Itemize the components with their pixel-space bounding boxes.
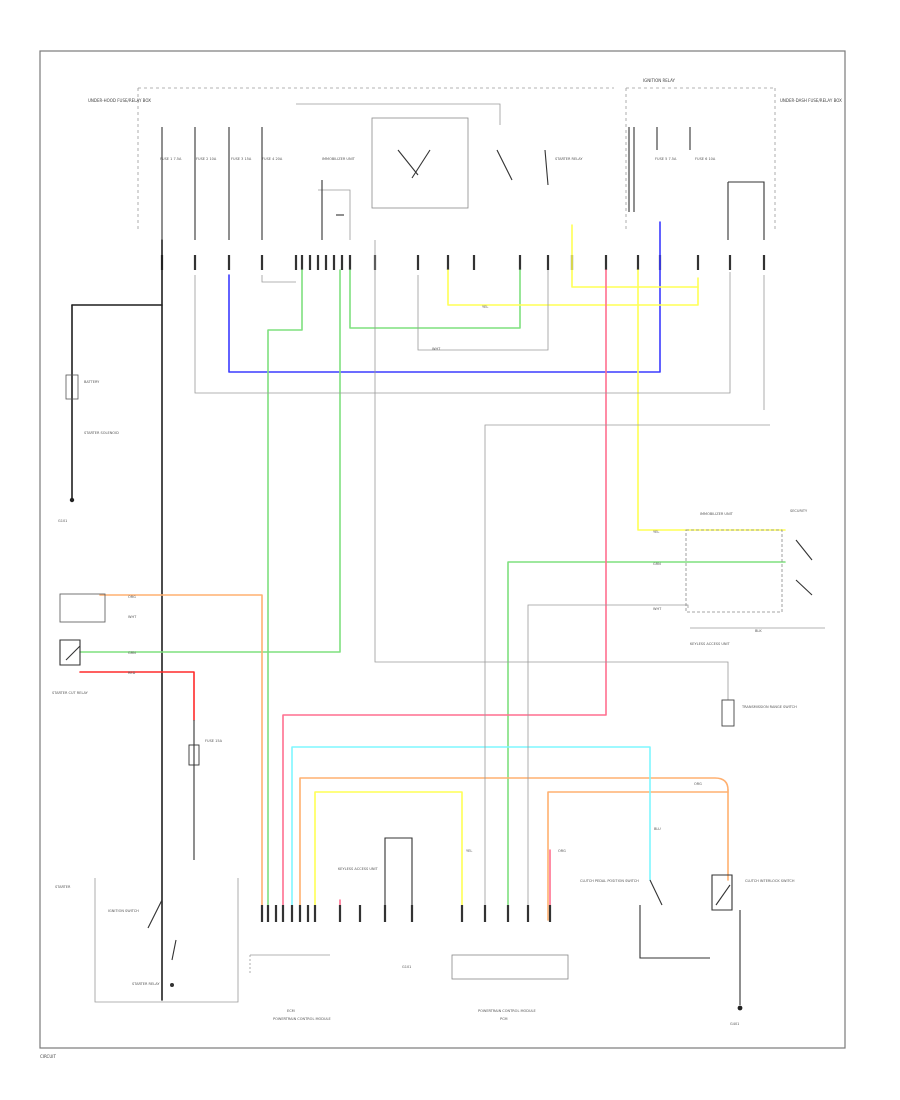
immobilizer-right-label: IMMOBILIZER UNIT (700, 512, 734, 516)
wire-orange-left (99, 594, 263, 921)
wire-label-wht-mid: WHT (432, 347, 441, 351)
battery: BATTERY STARTER SOLENOID G101 (58, 374, 119, 523)
ground-symbol-left (69, 497, 75, 503)
security-unit: IMMOBILIZER UNIT SECURITY YEL GRN WHT BL… (653, 509, 813, 646)
fuse-box-outline (137, 87, 776, 230)
clutch-pedal-label: CLUTCH PEDAL POSITION SWITCH (580, 879, 639, 883)
relay-top-label: IGNITION RELAY (643, 78, 676, 83)
wire-label-grn-right: GRN (653, 562, 661, 566)
right-relay-box (727, 181, 765, 240)
fuse-box-left-label: UNDER-HOOD FUSE/RELAY BOX (88, 98, 151, 103)
mid-keyless-label: KEYLESS ACCESS UNIT (338, 867, 379, 871)
wire-label-wht-right: WHT (653, 607, 662, 611)
immobilizer-label: IMMOBILIZER UNIT (322, 157, 356, 161)
mid-wire-labels: WHT YEL ORG YEL ORG BLU (432, 305, 702, 853)
diagram-code: CIRCUIT (40, 1054, 56, 1059)
fuse-6-label: FUSE 6 10A (695, 157, 716, 161)
fuse-2-label: FUSE 2 10A (196, 157, 217, 161)
fuse-bottom-label: FUSE 15A (205, 739, 223, 743)
mid-ground-label: G101 (402, 965, 411, 969)
keyless-label: KEYLESS ACCESS UNIT (690, 642, 731, 646)
clutch-switches: CLUTCH PEDAL POSITION SWITCH CLUTCH INTE… (580, 874, 795, 1026)
wire-label-org: ORG (128, 595, 136, 599)
wire-label-yel-mid: YEL (482, 305, 488, 309)
starter-cut-relay: STARTER CUT RELAY ORG WHT GRN RED (52, 593, 137, 695)
fuse-1-label: FUSE 1 7.5A (160, 157, 182, 161)
wire-orange-pcm (547, 791, 729, 921)
wire-label-wht: WHT (128, 615, 137, 619)
fuse-4-label: FUSE 4 20A (262, 157, 283, 161)
pcm-short-label: PCM (500, 1017, 508, 1021)
pcm-connector: POWERTRAIN CONTROL MODULE PCM (451, 954, 569, 1021)
wire-label-yel: YEL (653, 530, 659, 534)
wire-pink (282, 269, 607, 921)
ecm-left-label: ECM (287, 1009, 295, 1013)
wire-yellow-pcm (314, 791, 463, 921)
fuse-5-label: FUSE 5 7.5A (655, 157, 677, 161)
wire-yellow-a (447, 269, 699, 306)
battery-ground-label: G101 (58, 519, 67, 523)
clutch-interlock-label: CLUTCH INTERLOCK SWITCH (745, 879, 795, 883)
wire-label-grn: GRN (128, 651, 136, 655)
transmission-range: TRANSMISSION RANGE SWITCH (721, 699, 797, 727)
starter-cut-relay-label: STARTER CUT RELAY (52, 691, 89, 695)
mid-starter-unit: KEYLESS ACCESS UNIT G101 (338, 837, 413, 969)
starter-assembly: STARTER IGNITION SWITCH STARTER RELAY (55, 878, 239, 1003)
wire-label-yel-pcm: YEL (466, 849, 472, 853)
wire-label-blk-right: BLK (755, 629, 762, 633)
inline-fuse-left: FUSE 15A (188, 720, 223, 860)
wire-green-mid (349, 269, 521, 329)
wire-green-right (507, 561, 786, 921)
bottom-connector-row (260, 905, 552, 922)
gray-harness (194, 240, 825, 920)
starter-relay-label: STARTER RELAY (132, 982, 160, 986)
wire-label-blu: BLU (654, 827, 661, 831)
wire-blue (228, 221, 661, 373)
wire-label-org-pcm: ORG (558, 849, 566, 853)
wire-yellow-b (571, 224, 699, 288)
top-fuse-stubs (161, 127, 691, 240)
battery-label: BATTERY (84, 380, 100, 384)
ignition-switch-label: IGNITION SWITCH (108, 909, 139, 913)
ground-bottom-label: G401 (730, 1022, 739, 1026)
ground-symbol-right (737, 1005, 743, 1011)
top-relay-box (296, 103, 549, 240)
top-labels: UNDER-HOOD FUSE/RELAY BOX UNDER-DASH FUS… (88, 78, 842, 161)
bottom-ecm-connector: ECM POWERTRAIN CONTROL MODULE (249, 954, 331, 1021)
wire-red (79, 671, 195, 721)
ecm-left-full-label: POWERTRAIN CONTROL MODULE (273, 1017, 331, 1021)
fuse-3-label: FUSE 3 15A (231, 157, 252, 161)
wire-green-left (79, 269, 341, 653)
wire-green-top (267, 269, 303, 921)
fuse-box-right-label: UNDER-DASH FUSE/RELAY BOX (780, 98, 842, 103)
starter-label: STARTER (55, 885, 71, 889)
transmission-range-label: TRANSMISSION RANGE SWITCH (741, 705, 797, 709)
diagram-frame (39, 50, 846, 1049)
wire-orange-bottom (299, 777, 729, 921)
top-relay-label: STARTER RELAY (555, 157, 583, 161)
starter-solenoid-label: STARTER SOLENOID (84, 431, 119, 435)
security-label: SECURITY (790, 509, 808, 513)
wire-cyan (291, 746, 651, 921)
wire-label-red: RED (128, 671, 136, 675)
top-connector-row (160, 255, 766, 270)
pcm-label: POWERTRAIN CONTROL MODULE (478, 1009, 536, 1013)
wire-label-org-right: ORG (694, 782, 702, 786)
